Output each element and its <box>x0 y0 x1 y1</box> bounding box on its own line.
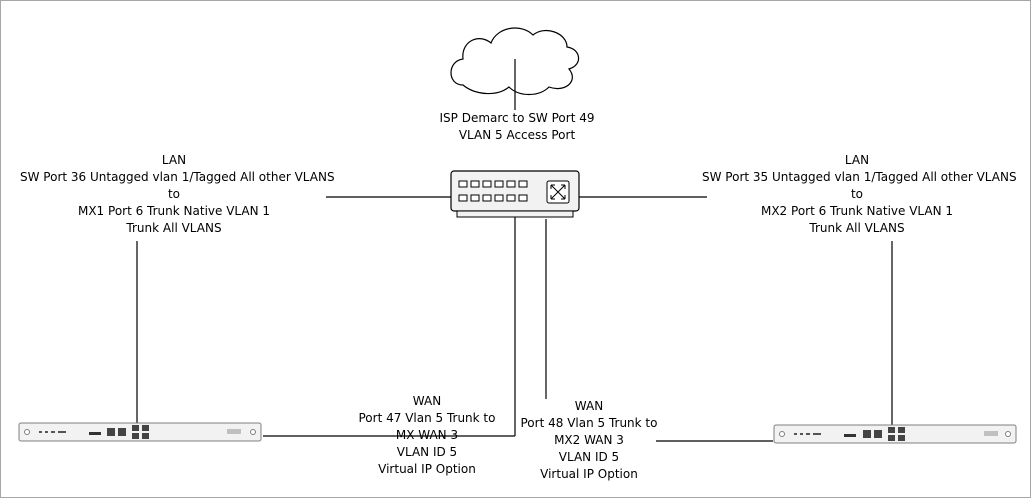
lan-left-line-1: LAN <box>161 153 187 167</box>
mx2-ports <box>863 427 905 441</box>
cross-arrows-icon <box>550 184 566 200</box>
lan-right-line-4: MX2 Port 6 Trunk Native VLAN 1 <box>760 204 954 218</box>
lan-right-line-5: Trunk All VLANS <box>809 221 905 235</box>
wan-right-line-4: VLAN ID 5 <box>558 450 620 464</box>
wan-right-line-3: MX2 WAN 3 <box>554 433 624 447</box>
lan-left-line-5: Trunk All VLANS <box>126 221 222 235</box>
isp-line-2: VLAN 5 Access Port <box>457 127 577 144</box>
isp-demarc-label: ISP Demarc to SW Port 49 VLAN 5 Access P… <box>419 110 615 144</box>
wan-left-line-1: WAN <box>412 394 442 408</box>
lan-left-label: LAN SW Port 36 Untagged vlan 1/Tagged Al… <box>19 152 335 237</box>
connection-lines <box>136 59 893 442</box>
mx1-appliance-icon <box>18 422 262 442</box>
wan-left-line-2: Port 47 Vlan 5 Trunk to <box>358 411 496 425</box>
isp-line-1: ISP Demarc to SW Port 49 <box>438 110 596 127</box>
mx1-leds <box>39 431 66 433</box>
mx2-body <box>773 424 1017 444</box>
wan-left-line-4: VLAN ID 5 <box>396 445 458 459</box>
lan-right-line-1: LAN <box>844 153 870 167</box>
wan-right-line-5: Virtual IP Option <box>540 467 638 481</box>
mx2-appliance-icon <box>773 424 1017 444</box>
wan-left-line-5: Virtual IP Option <box>378 462 476 476</box>
wan-left-line-3: MX WAN 3 <box>395 428 459 442</box>
switch-base <box>456 210 574 218</box>
mx2-leds <box>794 433 821 435</box>
mx1-ports <box>107 425 149 439</box>
wan-right-line-1: WAN <box>574 399 604 413</box>
wan-right-label: WAN Port 48 Vlan 5 Trunk to MX2 WAN 3 VL… <box>517 398 661 483</box>
lan-left-line-3: to <box>167 187 181 201</box>
switch-ports <box>458 180 528 202</box>
lan-left-line-4: MX1 Port 6 Trunk Native VLAN 1 <box>77 204 271 218</box>
wan-left-label: WAN Port 47 Vlan 5 Trunk to MX WAN 3 VLA… <box>357 393 497 478</box>
lan-right-label: LAN SW Port 35 Untagged vlan 1/Tagged Al… <box>701 152 1017 237</box>
mx1-body <box>18 422 262 442</box>
lan-right-line-2: SW Port 35 Untagged vlan 1/Tagged All ot… <box>702 170 1017 184</box>
lan-left-line-2: SW Port 36 Untagged vlan 1/Tagged All ot… <box>20 170 335 184</box>
wan-right-line-2: Port 48 Vlan 5 Trunk to <box>520 416 658 430</box>
switch-icon <box>450 170 580 218</box>
lan-right-line-3: to <box>850 187 864 201</box>
